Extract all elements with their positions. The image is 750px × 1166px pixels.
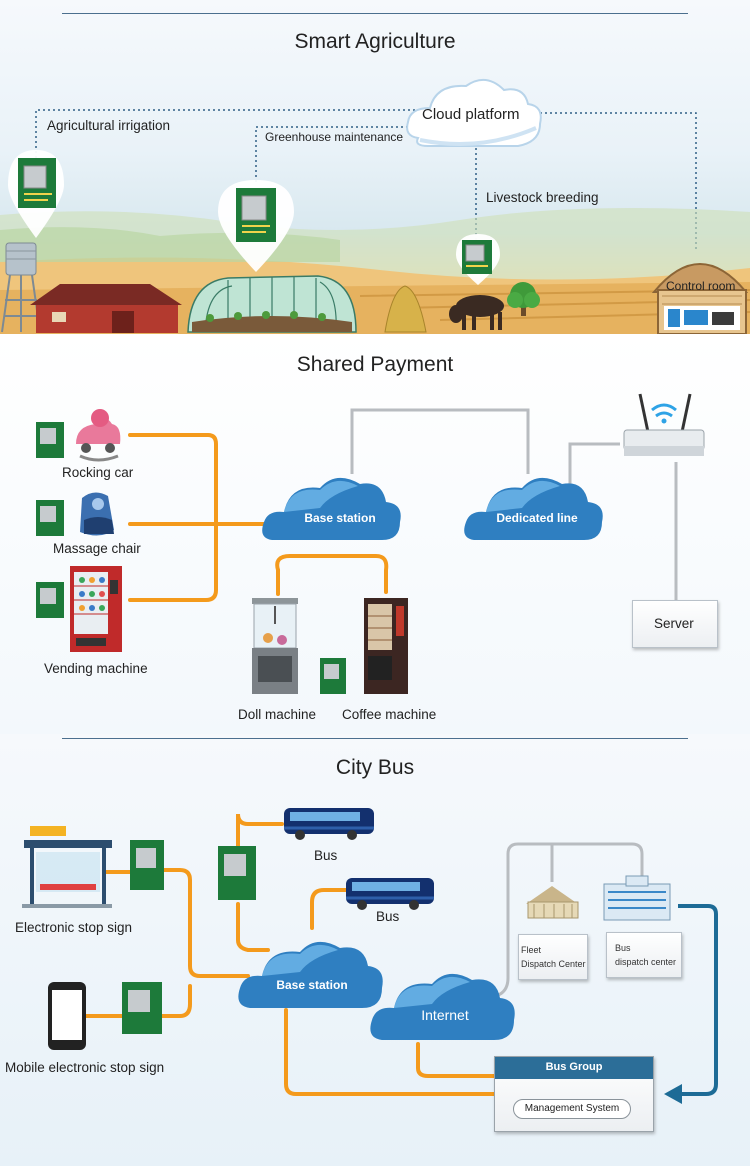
management-system-pill	[513, 1099, 631, 1119]
bus-shelter-icon	[22, 826, 112, 908]
greenhouse-label: Greenhouse maintenance	[265, 130, 404, 144]
server-box	[632, 600, 718, 648]
bus-dispatch-center-label: dispatch center	[615, 957, 677, 967]
bus-label-2: Bus	[376, 909, 400, 924]
doll-machine-label: Doll machine	[238, 707, 317, 722]
management-system-label: Management System	[524, 1103, 620, 1114]
router-icon	[623, 393, 705, 456]
electronic-stop-sign-label: Electronic stop sign	[15, 920, 133, 935]
cow-icon	[449, 295, 504, 330]
bus-base-station-label: Base station	[276, 978, 348, 992]
tree-icon	[507, 282, 540, 316]
shared-payment-section: Shared Payment	[0, 334, 750, 734]
dedicated-line-label: Dedicated line	[496, 511, 578, 525]
module-icon	[218, 846, 256, 900]
irrigation-label: Agricultural irrigation	[47, 118, 171, 133]
base-station-label: Base station	[304, 511, 376, 525]
module-icon	[122, 982, 162, 1034]
haystack-icon	[384, 285, 427, 333]
module-icon	[130, 840, 164, 890]
control-room-icon	[651, 263, 749, 334]
section-divider	[62, 738, 688, 739]
fleet-label: Fleet	[521, 945, 542, 955]
greenhouse-icon	[187, 275, 357, 333]
orange-connection-lines	[128, 433, 389, 602]
cloud-platform-label: Cloud platform	[422, 106, 520, 123]
bus-diagram	[22, 808, 718, 1104]
cloud-icon	[406, 79, 542, 147]
bus-group-header	[495, 1057, 653, 1079]
vending-machine-label: Vending machine	[44, 661, 148, 676]
massage-chair-icon	[80, 492, 114, 536]
smartphone-icon	[48, 982, 86, 1050]
city-bus-section: City Bus	[0, 734, 750, 1166]
bus-group-label: Bus Group	[545, 1061, 603, 1073]
bus-icon	[284, 808, 374, 840]
fleet-dispatch-label: Dispatch Center	[521, 959, 586, 969]
agriculture-title: Smart Agriculture	[294, 30, 456, 53]
building-icon	[526, 886, 579, 919]
water-tower-icon	[1, 242, 41, 333]
mobile-stop-sign-label: Mobile electronic stop sign	[5, 1060, 165, 1075]
coffee-machine-icon	[364, 598, 408, 694]
coffee-machine-label: Coffee machine	[342, 707, 437, 722]
module-icon	[36, 582, 64, 618]
bus-icon	[346, 878, 434, 910]
map-pin-livestock	[456, 234, 500, 285]
gray-connection-lines	[495, 842, 644, 998]
orange-connection-lines	[82, 813, 496, 1096]
map-pin-greenhouse	[218, 180, 294, 272]
vending-machine-icon	[70, 566, 122, 652]
module-icon	[462, 240, 492, 274]
dispatch-arrow	[664, 904, 718, 1104]
payment-diagram	[36, 393, 705, 694]
module-icon	[36, 422, 64, 458]
bus-dispatch-bus-label: Bus	[615, 943, 631, 953]
server-label: Server	[654, 616, 694, 631]
barn-icon	[30, 284, 182, 333]
rocking-car-icon	[76, 409, 121, 462]
module-icon	[18, 158, 56, 208]
doll-machine-icon	[252, 598, 298, 694]
smart-agriculture-section: Smart Agriculture	[0, 0, 750, 334]
bus-title: City Bus	[335, 756, 415, 779]
cloud-icon	[370, 973, 515, 1040]
module-icon	[320, 658, 346, 694]
control-room-label: Control room	[666, 279, 736, 293]
fleet-dispatch-box: Fleet Dispatch Center	[518, 934, 588, 980]
cloud-icon	[464, 477, 603, 540]
payment-title: Shared Payment	[296, 353, 454, 376]
section-divider	[62, 13, 688, 14]
livestock-label: Livestock breeding	[486, 190, 599, 205]
module-icon	[236, 188, 276, 242]
cloud-icon	[262, 477, 401, 540]
bus-group-panel: Bus Group Management System	[494, 1056, 654, 1132]
building-icon	[603, 875, 671, 921]
module-icon	[36, 500, 64, 536]
massage-chair-label: Massage chair	[53, 541, 141, 556]
cloud-icon	[238, 941, 383, 1008]
bus-label-1: Bus	[314, 848, 338, 863]
bus-dispatch-box: Bus dispatch center	[606, 932, 682, 978]
internet-label: Internet	[421, 1007, 469, 1023]
agriculture-scene	[0, 79, 750, 334]
gray-connection-lines	[350, 408, 678, 600]
rocking-car-label: Rocking car	[62, 465, 134, 480]
map-pin-irrigation	[8, 150, 64, 238]
